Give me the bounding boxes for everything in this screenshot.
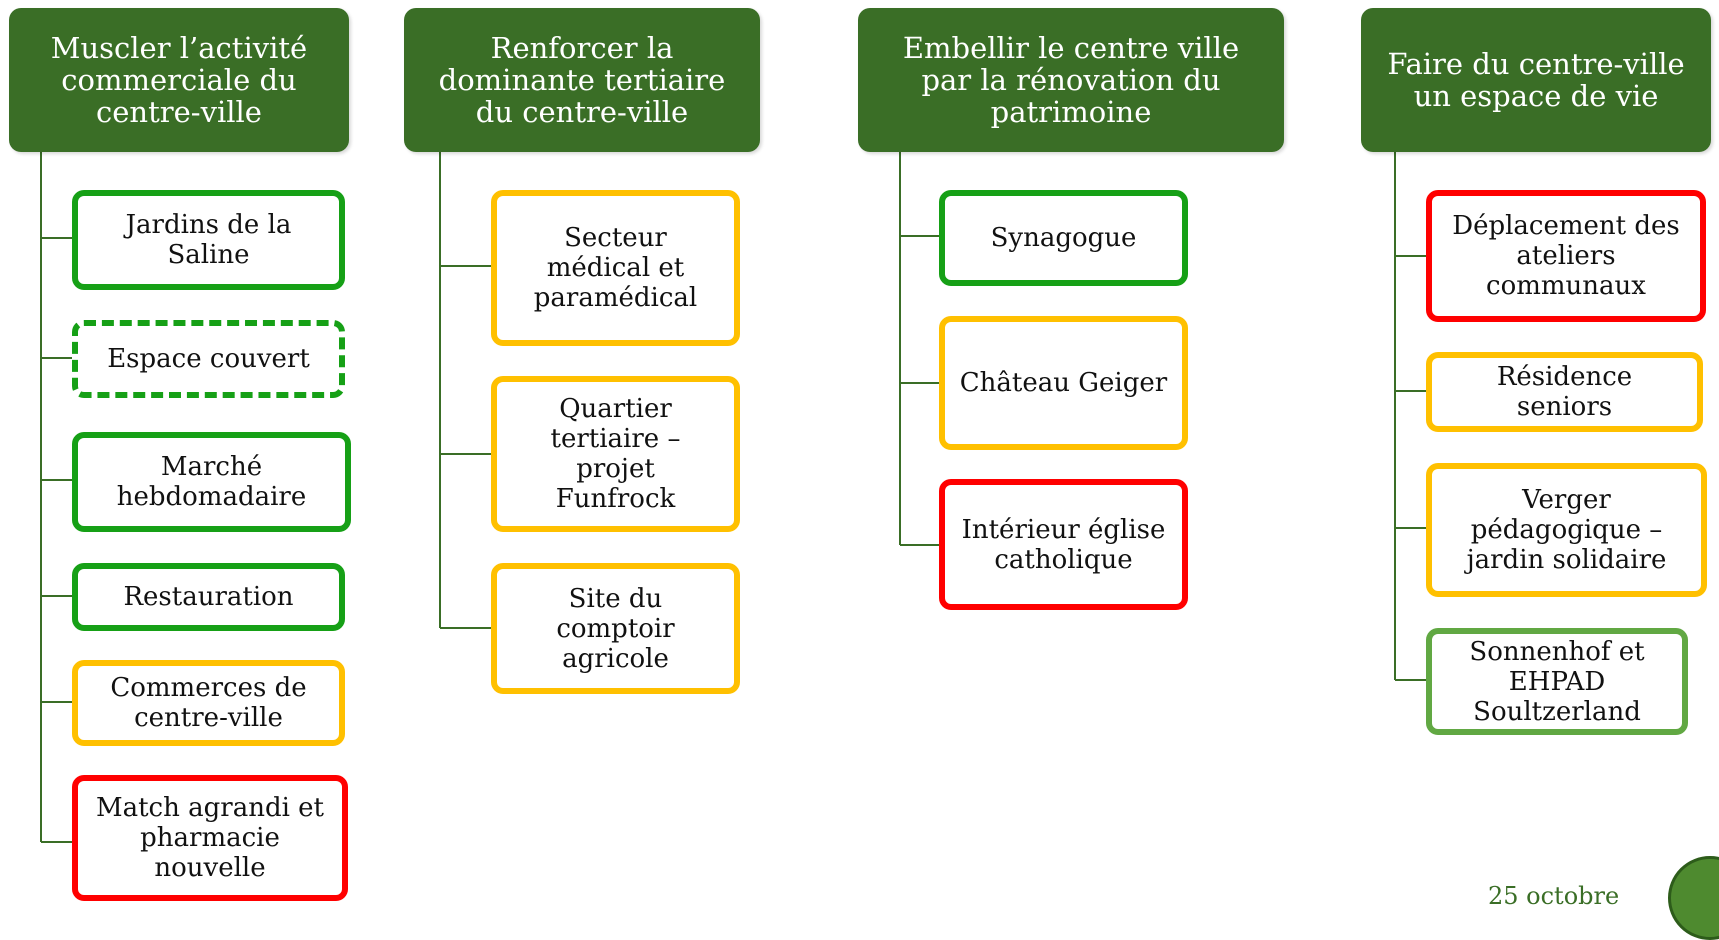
item-restauration: Restauration — [72, 563, 345, 631]
item-site-comptoir: Site du comptoir agricole — [491, 563, 740, 694]
item-quartier-tertiaire: Quartier tertiaire – projet Funfrock — [491, 376, 740, 532]
item-chateau-geiger: Château Geiger — [939, 316, 1188, 450]
column-header-espace-vie: Faire du centre-ville un espace de vie — [1361, 8, 1711, 152]
item-deplacement-ateliers: Déplacement des ateliers communaux — [1426, 190, 1706, 322]
item-synagogue: Synagogue — [939, 190, 1188, 286]
footer-date: 25 octobre — [1488, 882, 1620, 910]
item-marche-hebdomadaire: Marché hebdomadaire — [72, 432, 351, 532]
item-commerces-centre-ville: Commerces de centre-ville — [72, 660, 345, 746]
column-header-patrimoine: Embellir le centre ville par la rénovati… — [858, 8, 1284, 152]
item-residence-seniors: Résidence seniors — [1426, 352, 1703, 432]
item-secteur-medical: Secteur médical et paramédical — [491, 190, 740, 346]
column-header-commerce: Muscler l’activité commerciale du centre… — [9, 8, 349, 152]
column-header-tertiaire: Renforcer la dominante tertiaire du cent… — [404, 8, 760, 152]
item-sonnenhof-ehpad: Sonnenhof et EHPAD Soultzerland — [1426, 628, 1688, 735]
item-match-pharmacie: Match agrandi et pharmacie nouvelle — [72, 775, 348, 901]
item-espace-couvert: Espace couvert — [72, 320, 345, 398]
item-interieur-eglise: Intérieur église catholique — [939, 479, 1188, 610]
item-verger-pedagogique: Verger pédagogique – jardin solidaire — [1426, 463, 1707, 597]
item-jardins-saline: Jardins de la Saline — [72, 190, 345, 290]
connector-lines — [40, 152, 1428, 843]
